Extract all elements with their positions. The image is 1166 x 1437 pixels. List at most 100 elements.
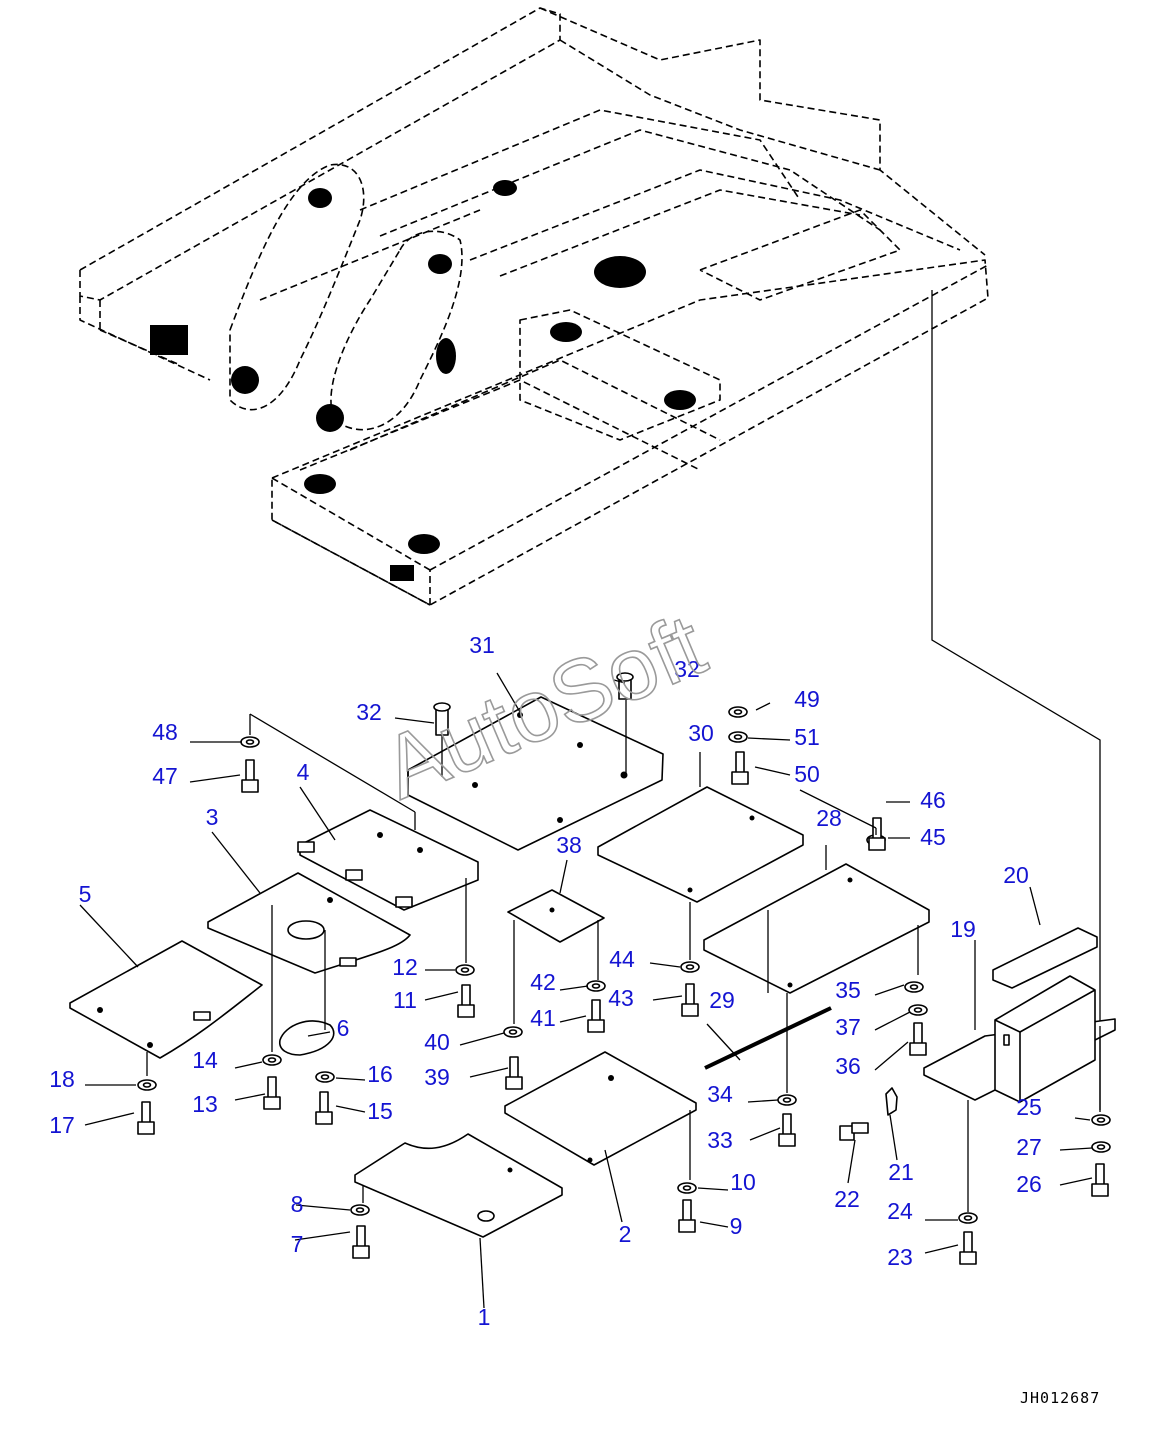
plate-2 [504,1051,697,1166]
washer [1091,1141,1111,1153]
callout-9: 9 [730,1213,743,1239]
leader-line [889,1114,898,1161]
callout-49: 49 [794,686,820,712]
bolt [868,817,886,851]
callout-38: 38 [556,832,582,858]
leader-line [755,702,771,711]
leader-line [874,984,905,996]
leader-line [424,991,459,1001]
callout-3: 3 [206,804,219,830]
plate-38 [507,889,605,943]
leader-line [234,1093,266,1101]
callout-36: 36 [835,1053,861,1079]
bolt [678,1199,696,1233]
callout-28: 28 [816,805,842,831]
bolt [352,1225,370,1259]
bolt [959,1231,977,1265]
leader-line [469,1067,509,1078]
washer [503,1026,523,1038]
cap-5 [278,1020,335,1056]
leader-line [335,1105,366,1113]
leader-line [234,1061,263,1069]
callout-18: 18 [49,1066,75,1092]
callout-8: 8 [291,1191,304,1217]
leader-line [559,1015,587,1023]
leader-line [697,1187,729,1191]
plate-6 [69,940,263,1059]
washer [958,1212,978,1224]
callout-27: 27 [1016,1134,1042,1160]
callout-34: 34 [707,1081,733,1107]
callout-25: 25 [1016,1094,1042,1120]
leader-line [1059,1177,1093,1186]
leader-line [79,904,139,968]
pin-32-left [433,702,451,736]
leader-line [335,1077,366,1081]
leader-line [652,995,683,1001]
callout-2: 2 [619,1221,632,1247]
leader-line [559,985,589,991]
leader-line [874,1011,911,1031]
callout-31: 31 [469,632,495,658]
callout-19: 19 [950,916,976,942]
washer [908,1004,928,1016]
washer [677,1182,697,1194]
clip-21 [885,1087,898,1116]
callout-41: 41 [530,1005,556,1031]
reference-line-frame [931,290,1101,1112]
bolt [263,1076,281,1110]
drawing-code: JH012687 [1020,1389,1100,1407]
leader-line [249,713,416,813]
revolving-frame [79,7,989,606]
bolt [505,1056,523,1090]
callout-23: 23 [887,1244,913,1270]
leader-line [847,1139,856,1184]
washer [904,981,924,993]
bolt [587,999,605,1033]
leader-line [295,1204,351,1211]
callout-40: 40 [424,1029,450,1055]
callout-46: 46 [920,787,946,813]
bolt [681,983,699,1017]
washer [777,1094,797,1106]
callout-39: 39 [424,1064,450,1090]
bolt [137,1101,155,1135]
bolt [909,1022,927,1056]
callout-47: 47 [152,763,178,789]
callout-33: 33 [707,1127,733,1153]
washer [315,1071,335,1083]
plate-28 [703,863,930,994]
washer [350,1204,370,1216]
callout-13: 13 [192,1091,218,1117]
callout-37: 37 [835,1014,861,1040]
callout-44: 44 [609,946,635,972]
leader-line [1029,886,1041,926]
callout-1: 1 [478,1304,491,1330]
plate-30 [597,786,804,903]
callout-11: 11 [393,987,417,1013]
washer [728,731,748,743]
box-20 [992,927,1098,1103]
callout-42: 42 [530,969,556,995]
washer [586,980,606,992]
leader-line [559,859,568,894]
leader-line [299,786,336,841]
bolt [241,759,259,793]
leader-line [394,717,435,724]
callout-43: 43 [608,985,634,1011]
cover-31 [407,696,664,851]
washer [240,736,260,748]
callout-22: 22 [834,1186,860,1212]
washer [262,1054,282,1066]
leader-line [754,766,791,776]
callout-21: 21 [888,1159,914,1185]
callout-12: 12 [392,954,418,980]
callout-6: 6 [337,1015,350,1041]
leader-line [84,1112,135,1126]
plate-3 [207,872,411,974]
callout-4: 4 [297,759,310,785]
callout-29: 29 [709,987,735,1013]
callout-24: 24 [887,1198,913,1224]
callout-32: 32 [674,656,700,682]
